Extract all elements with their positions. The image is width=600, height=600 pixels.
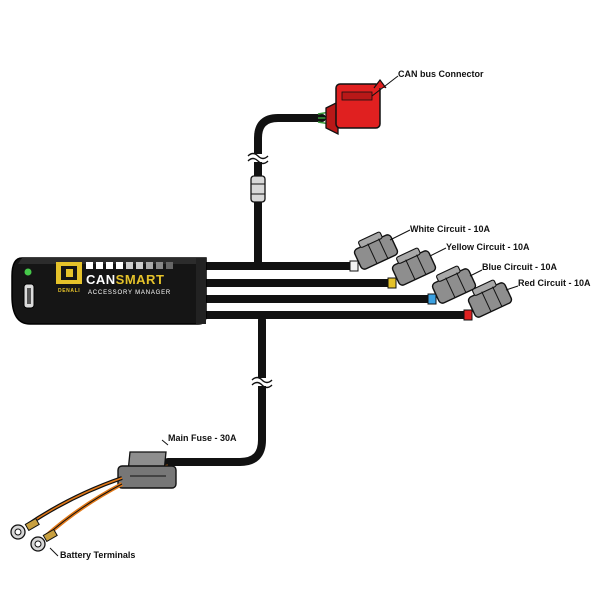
can-bus-connector (325, 79, 387, 136)
product-name: CANSMART (86, 272, 164, 287)
white-circuit-connector (349, 231, 399, 272)
battery-terminal-ring-1 (10, 517, 40, 540)
label-blue-circuit: Blue Circuit - 10A (482, 262, 558, 272)
status-led (24, 268, 32, 276)
label-yellow-circuit: Yellow Circuit - 10A (446, 242, 530, 252)
label-can-bus-connector: CAN bus Connector (398, 69, 484, 79)
battery-terminal-ring-2 (30, 528, 58, 552)
label-battery-terminals: Battery Terminals (60, 550, 136, 560)
cable-break-lower (252, 378, 272, 386)
product-subtitle: ACCESSORY MANAGER (88, 290, 171, 296)
label-white-circuit: White Circuit - 10A (410, 224, 491, 234)
main-fuse-holder (117, 451, 177, 489)
red-circuit-connector (463, 279, 513, 321)
blue-circuit-connector (427, 265, 477, 305)
battery-lead-black (24, 476, 123, 528)
indicator-squares (86, 262, 173, 269)
circuit-cables (196, 262, 472, 319)
label-red-circuit: Red Circuit - 10A (518, 278, 591, 288)
brand-name: DENALI (58, 288, 80, 294)
power-cable (164, 316, 266, 466)
inline-coupler (250, 175, 266, 203)
cable-break-upper (248, 154, 268, 162)
cansmart-module: DENALI CANSMART ACCESSORY MANAGER (11, 257, 207, 325)
label-main-fuse: Main Fuse - 30A (168, 433, 237, 443)
yellow-circuit-connector (387, 247, 437, 289)
can-bus-cable (254, 114, 326, 266)
